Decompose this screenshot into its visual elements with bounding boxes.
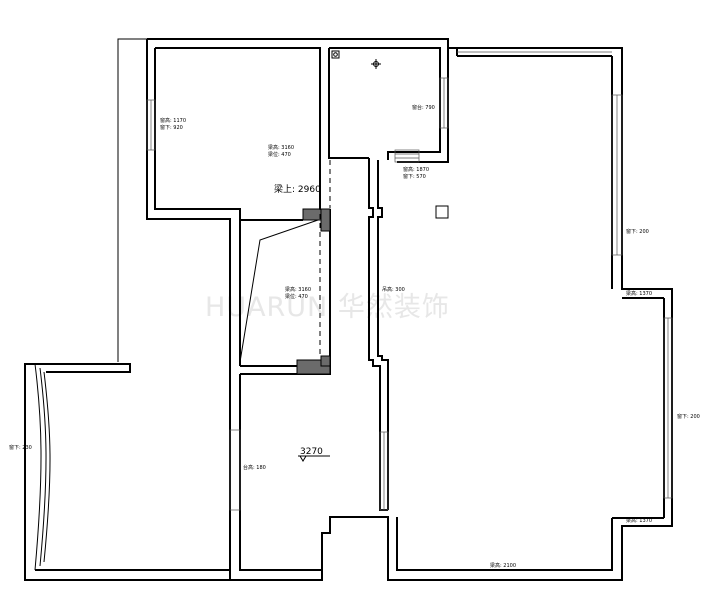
beam-label: 梁上: 2960: [274, 183, 321, 195]
balcony-window-label: 窗下: 230: [9, 444, 32, 451]
kitchen-height-label: 台高: 180: [243, 464, 266, 471]
living-right-window-label: 窗下: 200: [626, 228, 649, 235]
living-right-window2-label: 窗下: 200: [677, 413, 700, 420]
bath-sill-high-label: 窗高: 1870: [403, 166, 429, 173]
bedroom-beam-pos-label: 梁位: 470: [268, 151, 291, 158]
bath-sill-low-label: 窗下: 570: [403, 173, 426, 180]
balcony-curve: [34, 363, 51, 571]
bedroom-window-low-label: 窗下: 920: [160, 124, 183, 131]
living-high-1-label: 梁高: 1370: [626, 290, 652, 297]
beam-lines: [319, 160, 331, 356]
level-marker: [298, 455, 330, 462]
bedroom-window-high-label: 窗高: 1170: [160, 117, 186, 124]
level-label: 3270: [300, 447, 323, 457]
closet-beam-pos-label: 梁位: 470: [285, 293, 308, 300]
guide-lines: [117, 38, 147, 362]
corridor-height-label: 吊高: 300: [382, 286, 405, 293]
ceiling-light-icon: [371, 59, 381, 69]
columns: [296, 208, 331, 375]
fixtures: [331, 50, 449, 219]
closet-door: [239, 219, 321, 363]
watermark: HUARUN 华然装饰: [205, 292, 450, 323]
bedroom-beam-high-label: 梁高: 3160: [268, 144, 294, 151]
windows: [146, 51, 673, 511]
living-bottom-label: 梁高: 2100: [490, 562, 516, 569]
living-high-2-label: 梁高: 1370: [626, 517, 652, 524]
closet-beam-high-label: 梁高: 3160: [285, 286, 311, 293]
bath-window-label: 窗台: 790: [412, 104, 435, 111]
